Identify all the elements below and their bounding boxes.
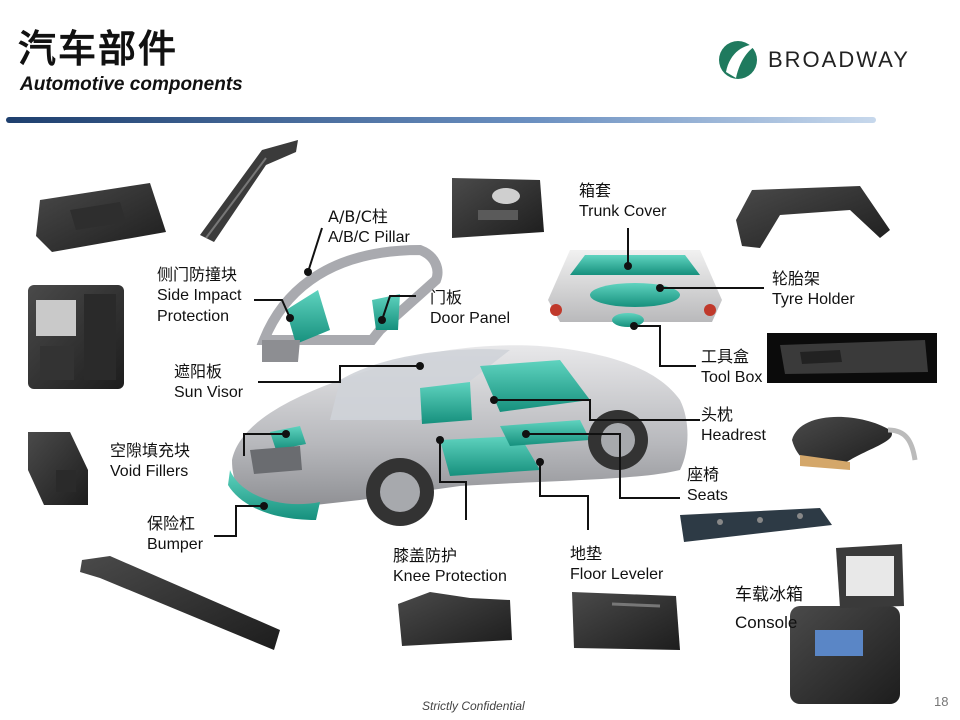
label-headrest-en: Headrest [701,427,766,444]
foam-block-photo [36,183,166,252]
page-subtitle: Automotive components [20,74,243,95]
label-tool-box-en: Tool Box [701,369,763,386]
label-headrest-cn: 头枕 [701,405,734,424]
tyre-holder-part-photo [736,186,890,248]
label-floor-leveler-en: Floor Leveler [570,566,664,583]
label-headrest: 头枕 Headrest [701,404,766,446]
label-trunk-cover: 箱套 Trunk Cover [579,180,666,222]
label-seats: 座椅 Seats [687,464,728,506]
pillar-part-photo [200,140,298,242]
leader-bumper [214,505,264,537]
label-seats-en: Seats [687,487,728,504]
confidential-note: Strictly Confidential [422,699,525,713]
door-frame-photo [256,244,443,362]
console-part-photo [790,544,904,704]
label-bumper: 保险杠 Bumper [147,513,203,555]
leader-knee-protection [439,440,467,520]
label-console-en: Console [735,613,798,632]
leader-side-impact [254,299,291,319]
leader-pillar [307,227,323,273]
label-console: 车载冰箱 Console [735,582,803,636]
void-filler-part-photo [28,432,88,505]
label-pillar: A/B/C柱 A/B/C Pillar [328,206,410,248]
bumper-part-photo [80,556,280,650]
label-side-impact-cn: 侧门防撞块 [157,265,238,284]
label-tyre-holder: 轮胎架 Tyre Holder [772,268,855,310]
label-void-fillers-cn: 空隙填充块 [110,441,191,460]
label-knee-protection-en: Knee Protection [393,568,507,585]
label-side-impact-en1: Side Impact [157,287,242,304]
label-floor-leveler-cn: 地垫 [570,544,603,563]
label-sun-visor-en: Sun Visor [174,384,244,401]
broadway-logo-icon [719,41,758,79]
label-knee-protection-cn: 膝盖防护 [393,546,458,565]
page-number: 18 [934,694,949,709]
leader-headrest [494,399,700,421]
seats-part-photo [680,508,832,542]
side-impact-part-photo [28,285,124,389]
label-seats-cn: 座椅 [687,465,720,484]
label-knee-protection: 膝盖防护 Knee Protection [393,545,507,587]
leader-sun-visor [258,365,420,383]
leader-void-fillers [243,433,286,456]
leader-tool-box [634,325,696,367]
knee-protection-part-photo [398,592,512,646]
label-trunk-cover-en: Trunk Cover [579,203,667,220]
label-bumper-en: Bumper [147,536,204,553]
label-sun-visor-cn: 遮阳板 [174,362,223,381]
leader-floor-leveler [539,462,589,530]
floor-leveler-part-photo [572,592,680,650]
label-door-panel-en: Door Panel [430,310,511,327]
car-cutaway-photo [228,345,688,526]
door-handle-part-photo [452,178,544,238]
label-floor-leveler: 地垫 Floor Leveler [570,543,663,585]
leader-dots [260,262,664,510]
label-door-panel-cn: 门板 [430,288,463,307]
label-bumper-cn: 保险杠 [147,514,196,533]
label-pillar-cn: A/B/C柱 [328,207,388,226]
label-trunk-cover-cn: 箱套 [579,181,612,200]
label-tool-box: 工具盒 Tool Box [701,346,762,388]
label-sun-visor: 遮阳板 Sun Visor [174,361,243,403]
leader-seats [526,433,680,499]
leader-door-panel [381,295,416,321]
tool-box-part-photo [767,333,937,383]
label-tyre-holder-cn: 轮胎架 [772,269,821,288]
label-tool-box-cn: 工具盒 [701,347,750,366]
company-logo: BROADWAY [718,38,938,82]
headrest-part-photo [792,416,918,470]
label-pillar-en: A/B/C Pillar [328,229,410,246]
label-door-panel: 门板 Door Panel [430,287,510,329]
logo-text: BROADWAY [768,47,910,72]
leader-lines [214,227,764,537]
label-void-fillers-en: Void Fillers [110,463,189,480]
label-side-impact: 侧门防撞块 Side Impact Protection [157,264,241,327]
label-side-impact-en2: Protection [157,308,230,325]
label-void-fillers: 空隙填充块 Void Fillers [110,440,190,482]
label-console-cn: 车载冰箱 [735,585,803,605]
page-title: 汽车部件 [18,27,179,71]
trunk-cover-part-photo [548,250,722,327]
header-divider [6,117,876,123]
label-tyre-holder-en: Tyre Holder [772,291,855,308]
